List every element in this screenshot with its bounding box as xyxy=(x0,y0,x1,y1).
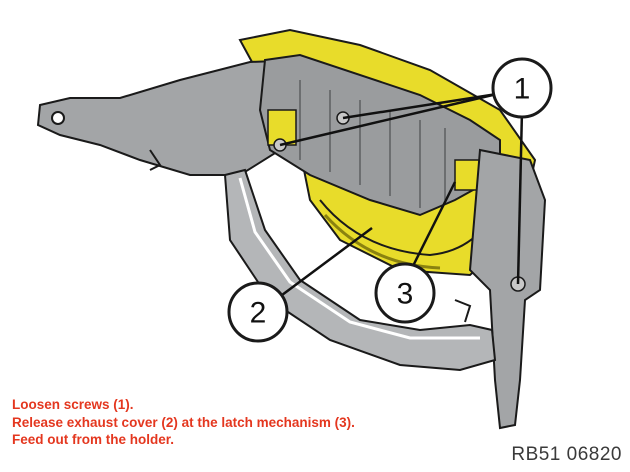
holder-bracket xyxy=(36,53,547,430)
instruction-line-3: Feed out from the holder. xyxy=(12,432,175,447)
callout-1: 1 xyxy=(491,57,553,119)
callout-3: 3 xyxy=(374,262,436,324)
instruction-line-2: Release exhaust cover (2) at the latch m… xyxy=(12,414,355,430)
instruction-line-1: Loosen screws (1). xyxy=(12,397,134,412)
figure-reference-id: RB51 06820 xyxy=(511,444,622,465)
callout-2-label: 2 xyxy=(250,297,267,330)
leader-lines xyxy=(277,92,524,300)
callout-3-label: 3 xyxy=(397,278,414,311)
callout-1-label: 1 xyxy=(514,73,531,106)
instruction-text-block: Loosen screws (1). Release exhaust cover… xyxy=(12,396,355,449)
callout-2: 2 xyxy=(227,281,289,343)
